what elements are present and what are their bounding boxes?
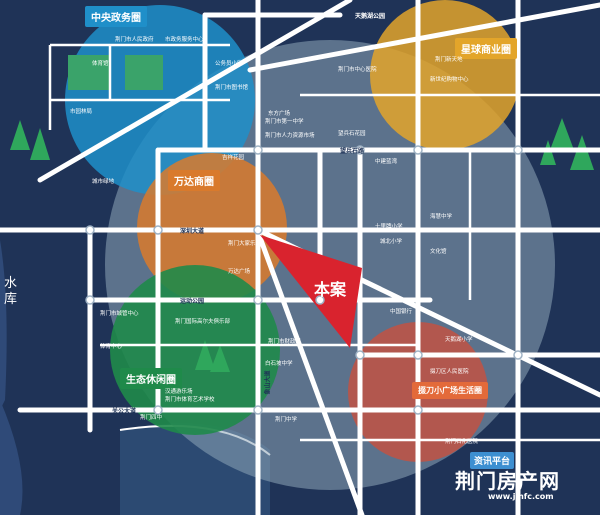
road-wanbing: 望兵石路 xyxy=(340,148,365,155)
place-label: 荆门石化医院 xyxy=(445,439,479,445)
place-label: 白石坡中学 xyxy=(265,361,293,367)
duodao-tag: 掇刀小广场生活圈 xyxy=(412,382,488,399)
road-yundong: 运动公园 xyxy=(180,298,205,305)
place-label: 体育中心 xyxy=(100,344,123,350)
reservoir-shape xyxy=(0,240,7,410)
intersections xyxy=(85,145,523,415)
place-label: 荆门市第一中学 xyxy=(265,119,304,125)
place-label: 新世纪购物中心 xyxy=(430,77,469,83)
place-label: 荆门四中 xyxy=(140,415,163,421)
project-marker xyxy=(260,235,362,348)
place-label: 城北小学 xyxy=(380,239,403,245)
place-label: 荆门新天地 xyxy=(435,57,463,63)
place-label: 荆门大家乐 xyxy=(228,241,256,247)
green-patch-1 xyxy=(68,55,110,90)
project-label: 本案 xyxy=(314,280,347,299)
place-label: 十里牌小学 xyxy=(375,224,403,230)
place-label: 市政务服务中心 xyxy=(165,37,204,43)
place-label: 荆门市中心医院 xyxy=(338,67,377,73)
place-label: 中国银行 xyxy=(390,309,413,315)
place-label: 体育馆 xyxy=(92,61,109,67)
reservoir-shape-lower xyxy=(0,400,23,515)
shengtai-circle xyxy=(110,265,280,435)
place-label: 荆门市体育艺术学校 xyxy=(165,397,215,403)
place-label: 荆门市图书馆 xyxy=(215,85,249,91)
reservoir-label: 水库 xyxy=(4,276,18,307)
place-label: 荆门市城管中心 xyxy=(100,311,139,317)
place-label: 中建蓝湾 xyxy=(375,159,398,165)
place-label: 荆门市财政局 xyxy=(268,339,302,345)
place-label: 汉通游乐场 xyxy=(165,389,193,395)
wanda-tag: 万达商圈 xyxy=(168,170,220,191)
road-guanggong: 关公大道 xyxy=(112,408,137,415)
place-label: 荆门中学 xyxy=(275,417,298,423)
place-label: 万达广场 xyxy=(228,269,251,275)
place-label: 望兵石花园 xyxy=(338,131,366,137)
place-label: 荆门国际高尔夫俱乐部 xyxy=(175,319,231,325)
watermark-url: www.jmfc.com xyxy=(488,492,554,501)
place-label: 文化馆 xyxy=(430,249,447,255)
road-shenzhen: 深圳大道 xyxy=(180,228,205,235)
zhongyang-tag: 中央政务圈 xyxy=(85,6,147,27)
watermark-badge: 资讯平台 xyxy=(470,452,515,469)
place-label: 市园林局 xyxy=(70,109,93,115)
watermark-site: 荆门房产网 xyxy=(455,469,560,493)
place-label: 荆门市人民政府 xyxy=(115,37,154,43)
road-xiangshan: 象山大道 xyxy=(264,370,272,395)
place-label: 天鹅湖小学 xyxy=(445,337,473,343)
place-label: 吉祥花园 xyxy=(222,155,245,161)
place-label: 掇刀区人民医院 xyxy=(430,369,469,375)
place-label: 荆门市人力资源市场 xyxy=(265,133,315,139)
place-label: 东方广场 xyxy=(268,111,291,117)
place-label: 公务员小区 xyxy=(215,61,243,67)
green-patch-2 xyxy=(125,55,163,90)
place-label: 海慧中学 xyxy=(430,214,453,220)
place-label: 城市绿地 xyxy=(92,179,115,185)
tianehu-park: 天鹅湖公园 xyxy=(355,13,386,20)
minor-roads xyxy=(48,43,600,442)
xingqiu-circle xyxy=(370,0,520,150)
shengtai-tag: 生态休闲圈 xyxy=(120,368,182,389)
xingqiu-tag: 星球商业圈 xyxy=(455,38,517,59)
